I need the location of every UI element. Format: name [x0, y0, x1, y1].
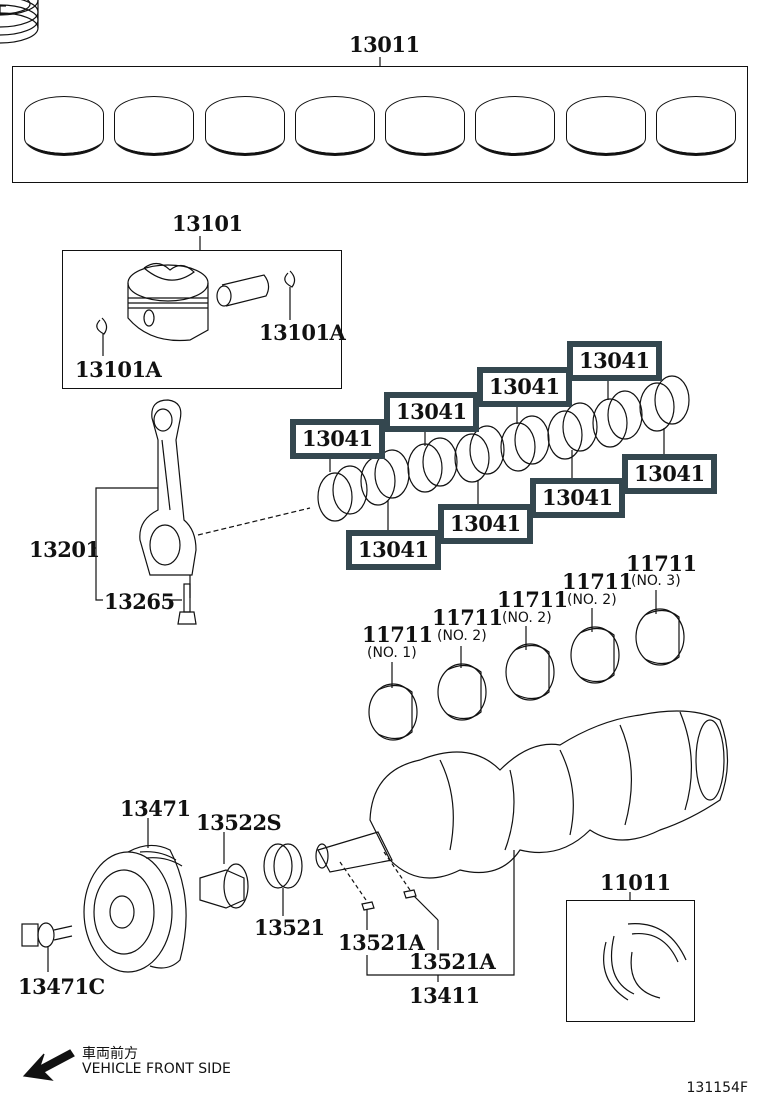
vehicle-front-label-jp: 車両前方: [82, 1046, 138, 1062]
part-label-rod-bearing[interactable]: 13041: [622, 454, 717, 494]
piston-ring-set-box: [12, 66, 748, 183]
main-bearing-note: (NO. 2): [437, 628, 487, 644]
part-label-rod-bearing[interactable]: 13041: [346, 530, 441, 570]
diagram-reference-code: 131154F: [686, 1080, 749, 1096]
thrust-washer-box: [566, 900, 695, 1022]
piston-ring-icon: [565, 96, 646, 156]
piston-ring-icon: [24, 96, 104, 156]
part-label-pulley-bolt[interactable]: 13471C: [18, 974, 105, 999]
part-label-rod-bearing[interactable]: 13041: [290, 419, 385, 459]
part-label-connecting-rod[interactable]: 13201: [29, 537, 100, 562]
part-label-timing-gear[interactable]: 13521: [254, 915, 325, 940]
part-label-crankshaft-pulley[interactable]: 13471: [120, 796, 191, 821]
rod-bearings-drawing: [317, 372, 690, 538]
part-label-connecting-rod-bolt[interactable]: 13265: [104, 589, 175, 614]
main-bearing-note: (NO. 2): [502, 610, 552, 626]
part-label-rod-bearing[interactable]: 13041: [567, 341, 662, 381]
piston-ring-icon: [204, 96, 285, 156]
part-label-timing-sprocket[interactable]: 13522S: [196, 810, 282, 835]
part-label-main-bearing[interactable]: 11711: [562, 569, 633, 594]
crankshaft-drawing: [315, 710, 729, 982]
piston-ring-icon: [655, 96, 736, 156]
vehicle-front-label-en: VEHICLE FRONT SIDE: [82, 1061, 231, 1077]
part-label-snap-ring-right[interactable]: 13101A: [259, 320, 346, 345]
piston-rings: [0, 0, 39, 44]
part-label-rod-bearing[interactable]: 13041: [477, 367, 572, 407]
part-label-rod-bearing[interactable]: 13041: [384, 392, 479, 432]
part-label-crankshaft[interactable]: 13411: [409, 983, 480, 1008]
vehicle-front-arrow: [22, 1049, 75, 1081]
thrust-washers-drawing: [603, 923, 687, 1001]
piston-ring-icon: [294, 96, 375, 156]
part-label-main-bearing[interactable]: 11711: [626, 551, 697, 576]
piston-ring-icon: [475, 96, 556, 156]
part-label-main-bearing[interactable]: 11711: [432, 605, 503, 630]
part-label-crankshaft-key-right[interactable]: 13521A: [409, 949, 496, 974]
main-bearings-drawing: [368, 590, 685, 741]
piston-set-box: [62, 250, 342, 389]
pulley-drawing: [21, 818, 303, 973]
main-bearing-note: (NO. 2): [567, 592, 617, 608]
main-bearing-note: (NO. 3): [631, 573, 681, 589]
part-label-main-bearing[interactable]: 11711: [362, 622, 433, 647]
part-label-snap-ring-left[interactable]: 13101A: [75, 357, 162, 382]
piston-ring-icon: [385, 96, 466, 156]
main-bearing-note: (NO. 1): [367, 645, 417, 661]
part-label-crankshaft-key-left[interactable]: 13521A: [338, 930, 425, 955]
piston-rings-row: [24, 96, 736, 156]
piston-ring-icon: [114, 96, 195, 156]
part-label-rod-bearing[interactable]: 13041: [530, 478, 625, 518]
connecting-rod-drawing: [92, 399, 311, 625]
part-label-thrust-washer[interactable]: 11011: [600, 870, 671, 895]
part-label-piston[interactable]: 13101: [172, 211, 243, 236]
part-label-main-bearing[interactable]: 11711: [497, 587, 568, 612]
piston-drawing: [96, 262, 296, 356]
part-label-rod-bearing[interactable]: 13041: [438, 504, 533, 544]
part-label-piston-ring-set[interactable]: 13011: [349, 32, 420, 57]
